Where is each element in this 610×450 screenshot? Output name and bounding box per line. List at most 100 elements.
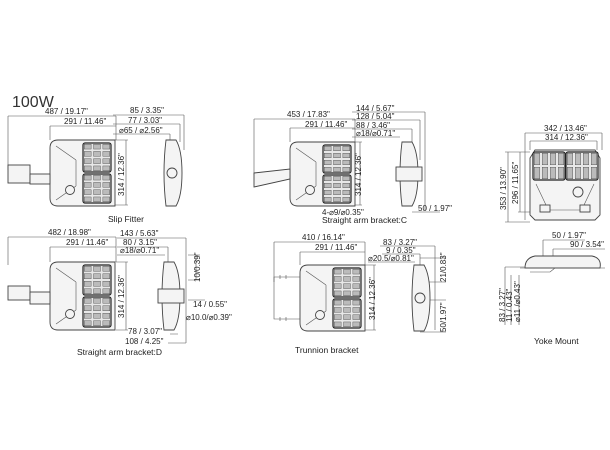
led-module (332, 298, 362, 329)
led-lens (83, 320, 92, 327)
yoke-side-housing (524, 255, 601, 269)
dim-mount-holes: 4-⌀9/⌀0.35" (322, 208, 364, 217)
led-lens (342, 182, 351, 188)
dim-overall-length: 453 / 17.83" (287, 110, 330, 119)
led-lens (333, 182, 341, 188)
dim-body-length: 314 / 12.36" (545, 133, 588, 142)
led-lens (334, 314, 342, 320)
dim-body-width: 314 / 12.36" (117, 275, 126, 318)
fixture-top-view (273, 264, 431, 332)
led-lens (334, 276, 342, 282)
led-lens (343, 321, 351, 328)
dim-body-width: 314 / 12.36" (368, 277, 377, 320)
led-lens (324, 182, 332, 188)
pole-tenon (7, 164, 31, 184)
dim-hole-diameter: ⌀18/⌀0.71" (120, 246, 159, 255)
straight-arm (253, 168, 291, 188)
led-lens (542, 166, 549, 179)
led-lens (93, 165, 101, 171)
dim-hole-diameter: ⌀18/⌀0.71" (356, 129, 395, 138)
led-lens (343, 314, 351, 320)
led-lens (342, 189, 351, 195)
dim-side-depth: 144 / 5.67" (356, 104, 395, 113)
led-lens (93, 143, 101, 150)
caption-slip-fitter: Slip Fitter (108, 214, 144, 224)
led-lens (83, 305, 92, 312)
led-lens (542, 152, 549, 165)
led-lens (102, 305, 111, 312)
side-fitter (166, 167, 178, 179)
led-lens (102, 189, 111, 195)
dim-hole-diameter: ⌀20.5/⌀0.81" (368, 254, 414, 263)
yoke-fixture (520, 149, 605, 273)
led-lens (83, 266, 92, 272)
led-lens (343, 276, 351, 282)
dim-overall-length: 482 / 18.98" (48, 228, 91, 237)
led-lens (334, 307, 342, 313)
led-lens (83, 143, 92, 150)
led-module (82, 296, 112, 328)
led-module (565, 151, 599, 181)
yoke-hinge (539, 204, 551, 213)
dim-bolt-diameter: ⌀10.0/⌀0.39" (186, 313, 232, 322)
dim-yoke-width: 90 / 3.54" (570, 240, 604, 249)
dim-overall-length: 410 / 16.14" (302, 233, 345, 242)
dim-arm-length: 78 / 3.07" (128, 327, 162, 336)
led-lens (558, 152, 565, 165)
photocell-icon (65, 185, 75, 195)
dim-body-width: 314 / 12.36" (354, 153, 363, 196)
led-lens (102, 143, 111, 150)
fixture-side-view (411, 264, 431, 332)
fixture-top-view (7, 261, 185, 331)
view-straight-arm-d: 482 / 18.98" 291 / 11.46" 143 / 5.63" 80… (7, 228, 232, 357)
led-lens (534, 152, 541, 165)
led-lens (334, 321, 342, 328)
led-lens (567, 152, 574, 165)
led-lens (342, 152, 351, 158)
led-module (322, 144, 352, 174)
led-lens (83, 151, 92, 157)
led-lens (567, 166, 574, 179)
side-arm-clamp (395, 166, 423, 182)
dim-body-length: 291 / 11.46" (64, 117, 106, 126)
led-lens (333, 166, 341, 172)
led-lens (102, 158, 111, 164)
led-lens (324, 152, 332, 158)
led-lens (352, 283, 361, 289)
dim-pole-diameter: ⌀65 / ⌀2.56" (119, 126, 163, 135)
led-lens (334, 300, 342, 306)
fixture-top-view (253, 141, 423, 207)
view-slip-fitter: 487 / 19.17" 291 / 11.46" 85 / 3.35" 77 … (7, 106, 185, 224)
arm-adapter (29, 291, 51, 305)
led-lens (93, 305, 101, 312)
dim-body-width: 314 / 12.36" (117, 153, 126, 196)
led-lens (83, 273, 92, 280)
caption-arm-d: Straight arm bracket:D (77, 347, 162, 357)
dim-body-length: 291 / 11.46" (315, 243, 357, 252)
led-lens (334, 269, 342, 275)
led-lens (93, 320, 101, 327)
dim-arm-offset: 14 / 0.55" (193, 300, 227, 309)
photocell-icon (572, 186, 584, 198)
led-lens (352, 307, 361, 313)
dim-arm-total: 108 / 4.25" (125, 337, 164, 346)
fixture-side-view (157, 261, 185, 331)
led-lens (93, 288, 101, 295)
led-lens (93, 281, 101, 287)
led-lens (324, 166, 332, 172)
led-module (332, 267, 362, 298)
led-lens (102, 281, 111, 287)
led-module (82, 142, 112, 173)
led-lens (334, 290, 342, 297)
view-straight-arm-c: 453 / 17.83" 291 / 11.46" 144 / 5.67" 12… (253, 104, 452, 225)
led-module (82, 173, 112, 204)
dim-side-depth-2: 80 / 3.15" (123, 238, 157, 247)
dim-yoke-height: 83 / 3.27" (498, 288, 507, 322)
led-lens (83, 313, 92, 319)
led-lens (324, 175, 332, 181)
view-trunnion-bracket: 410 / 16.14" 291 / 11.46" 83 / 3.27" 9 /… (273, 233, 448, 355)
led-lens (333, 189, 341, 195)
led-lens (343, 290, 351, 297)
